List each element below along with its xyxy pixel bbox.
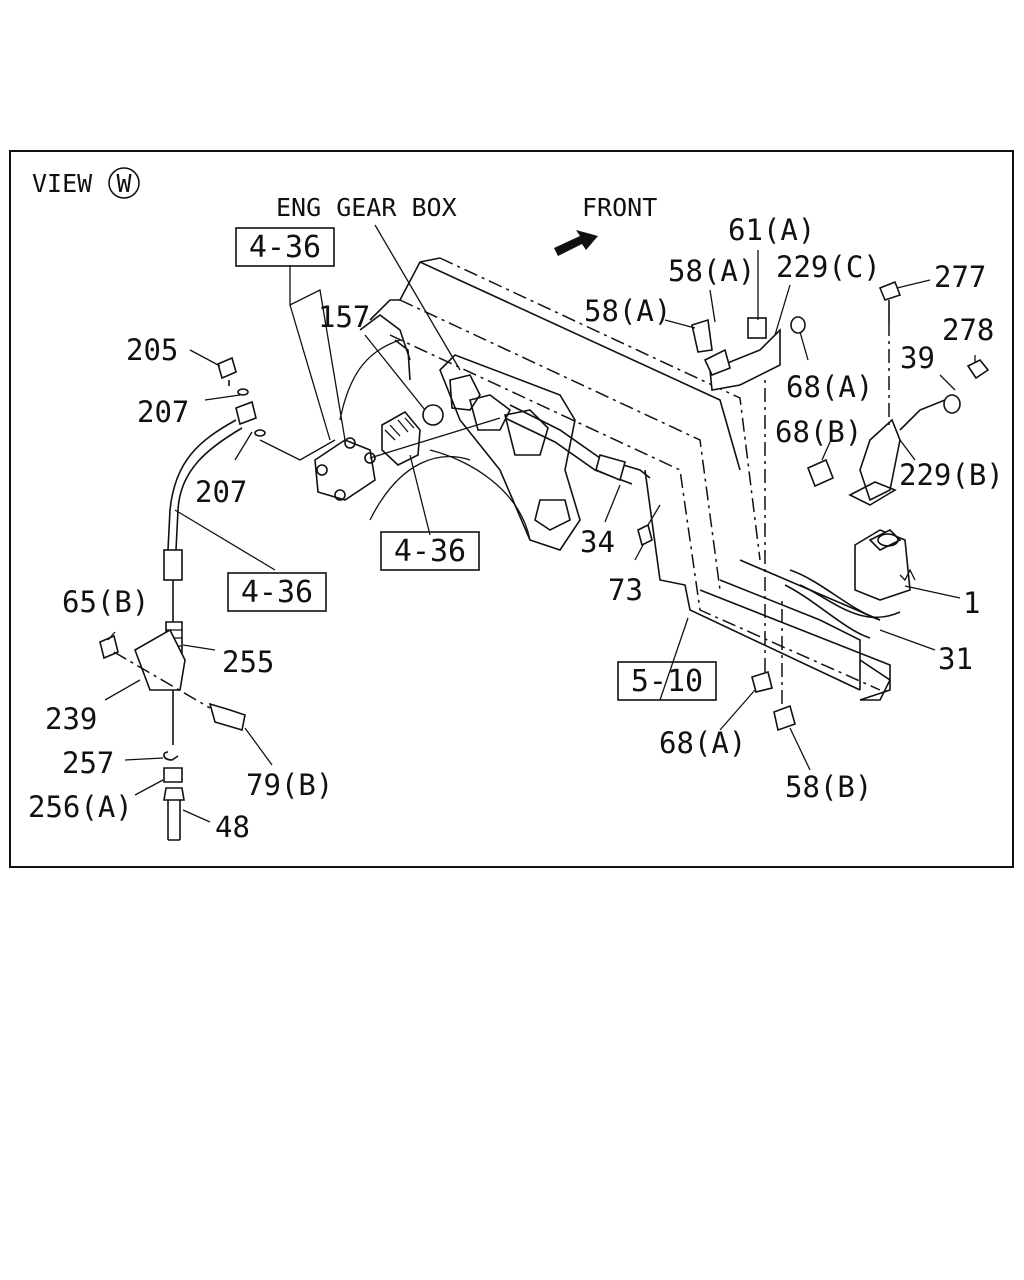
callout-239: 239 [45,702,97,736]
ref-label-1: 4-36 [249,230,321,265]
nut-68a-lower [751,670,773,693]
bracket-229b [848,399,946,506]
view-letter-circle [108,167,140,199]
callout-68a-lower: 68(A) [659,726,746,760]
callout-34: 34 [580,525,615,559]
eng-gear-box-label: ENG GEAR BOX [276,193,457,222]
callout-58a-left: 58(A) [584,294,671,328]
ref-box-4[interactable]: 5-10 [617,661,717,701]
ref-box-3[interactable]: 4-36 [227,572,327,612]
pipe-73-stub [647,504,661,526]
callout-58b: 58(B) [785,770,872,804]
view-label: VIEW [32,169,93,198]
callout-68a-upper: 68(A) [786,370,873,404]
callout-48: 48 [215,810,250,844]
callout-61a: 61(A) [728,213,815,247]
callout-31: 31 [938,642,973,676]
front-arrow-icon [554,230,598,256]
callout-256a: 256(A) [28,790,133,824]
view-letter: W [116,169,132,198]
ref-box-2[interactable]: 4-36 [380,531,480,571]
pump-assembly [314,410,501,501]
bolt-277 [878,280,902,430]
callout-255: 255 [222,645,274,679]
reservoir-tank [784,529,916,639]
callouts: 157 205 207 207 65(B) 255 239 257 256(A)… [28,213,1004,844]
leader-lines [104,224,976,823]
pipe-73 [637,523,653,547]
callout-207-lower: 207 [195,475,247,509]
engine-gearbox [339,339,581,551]
callout-79b: 79(B) [246,768,333,802]
hose-34 [504,404,651,485]
callout-278: 278 [942,313,994,347]
diagram-frame [9,150,1014,868]
nut-278 [943,358,990,414]
callout-1: 1 [963,586,980,620]
left-line-assembly [99,356,266,841]
callout-65b: 65(B) [62,585,149,619]
nut-68b [806,458,835,488]
bolt-58b [773,704,796,732]
ref-label-3: 4-36 [241,575,313,610]
ref-box-1[interactable]: 4-36 [235,227,335,267]
callout-157: 157 [318,300,370,334]
ref-label-2: 4-36 [394,534,466,569]
callout-68b: 68(B) [775,415,862,449]
callout-205: 205 [126,333,178,367]
front-label: FRONT [582,193,657,222]
callout-73: 73 [608,573,643,607]
callout-229b: 229(B) [899,458,1004,492]
callout-257: 257 [62,746,114,780]
callout-277: 277 [934,260,986,294]
o-ring-157 [422,404,444,426]
callout-58a-top: 58(A) [668,254,755,288]
clamp-61a [691,316,806,391]
callout-207-upper: 207 [137,395,189,429]
chassis-frame [359,257,892,701]
ref-label-4: 5-10 [631,664,703,699]
callout-39: 39 [900,341,935,375]
callout-229c: 229(C) [776,250,881,284]
